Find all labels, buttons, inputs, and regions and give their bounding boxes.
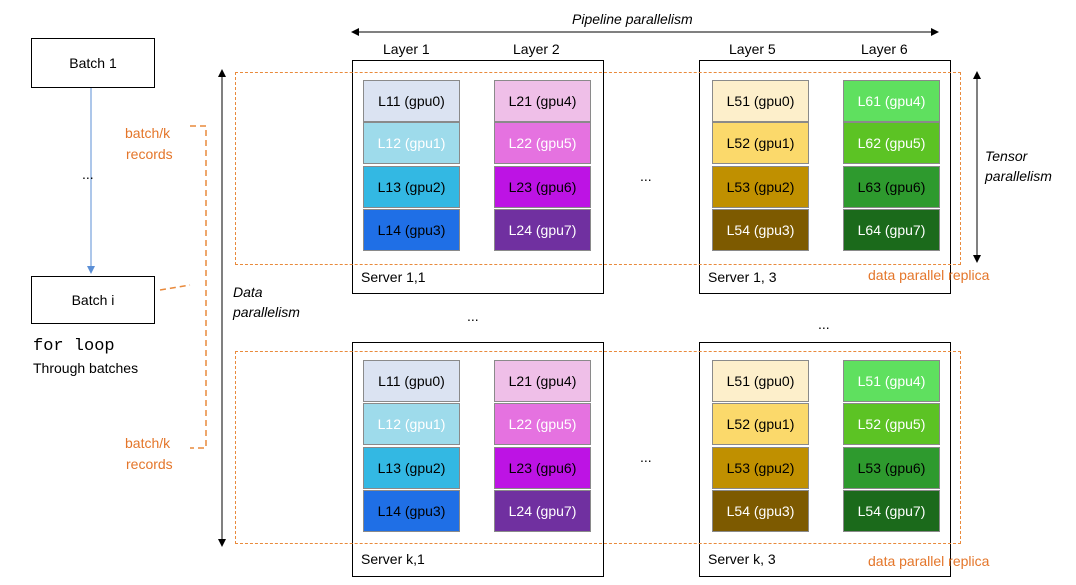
batch-split-bracket — [190, 125, 207, 449]
gpu-cell: L51 (gpu0) — [712, 360, 809, 402]
gpu-cell: L51 (gpu0) — [712, 80, 809, 122]
server-1-1-label: Server 1,1 — [361, 269, 426, 285]
gpu-cell: L52 (gpu5) — [843, 403, 940, 445]
layer-2-header: Layer 2 — [513, 41, 560, 57]
server-1-3-label: Server 1, 3 — [708, 269, 777, 285]
gpu-cell: L54 (gpu3) — [712, 209, 809, 251]
gpu-cell: L11 (gpu0) — [363, 80, 460, 122]
server-k-1-label: Server k,1 — [361, 551, 425, 567]
server-1-3 — [699, 60, 951, 294]
batch-i-box: Batch i — [31, 276, 155, 324]
dots-between-left: ... — [467, 308, 479, 324]
gpu-cell: L24 (gpu7) — [494, 490, 591, 532]
gpu-cell: L23 (gpu6) — [494, 166, 591, 208]
gpu-cell: L61 (gpu4) — [843, 80, 940, 122]
gpu-cell: L53 (gpu2) — [712, 447, 809, 489]
layer-5-header: Layer 5 — [729, 41, 776, 57]
batch-k-bottom-line1: batch/k — [125, 435, 171, 451]
replica-box-top — [235, 72, 961, 265]
gpu-cell: L22 (gpu5) — [494, 403, 591, 445]
server-k-1 — [352, 342, 604, 577]
dots-between-right: ... — [818, 316, 830, 332]
batch-k-top-line2: records — [126, 146, 173, 162]
gpu-cell: L21 (gpu4) — [494, 360, 591, 402]
gpu-cell: L54 (gpu7) — [843, 490, 940, 532]
gpu-cell: L14 (gpu3) — [363, 490, 460, 532]
gpu-cell: L54 (gpu3) — [712, 490, 809, 532]
tensor-parallelism-line1: Tensor — [985, 148, 1028, 164]
server-k-3 — [699, 342, 951, 577]
gpu-cell: L12 (gpu1) — [363, 122, 460, 164]
for-loop-text: Through batches — [33, 360, 139, 376]
replica-box-bottom — [235, 351, 961, 544]
gpu-cell: L13 (gpu2) — [363, 447, 460, 489]
batch-k-top-line1: batch/k — [125, 125, 171, 141]
tensor-parallelism-line2: parallelism — [985, 168, 1052, 184]
batch-ellipsis: ... — [82, 166, 94, 182]
data-parallelism-line2: parallelism — [233, 304, 300, 320]
gpu-cell: L53 (gpu6) — [843, 447, 940, 489]
gpu-cell: L64 (gpu7) — [843, 209, 940, 251]
replica-label-bottom: data parallel replica — [868, 553, 990, 569]
gpu-cell: L52 (gpu1) — [712, 403, 809, 445]
server-k-3-label: Server k, 3 — [708, 551, 776, 567]
pipeline-parallelism-label: Pipeline parallelism — [572, 11, 693, 27]
layer-6-header: Layer 6 — [861, 41, 908, 57]
gpu-cell: L24 (gpu7) — [494, 209, 591, 251]
gpu-cell: L22 (gpu5) — [494, 122, 591, 164]
batch-1-label: Batch 1 — [69, 55, 117, 71]
gpu-cell: L13 (gpu2) — [363, 166, 460, 208]
dots-middle-top: ... — [640, 168, 652, 184]
server-1-1 — [352, 60, 604, 294]
gpu-cell: L11 (gpu0) — [363, 360, 460, 402]
gpu-cell: L12 (gpu1) — [363, 403, 460, 445]
batch-1-box: Batch 1 — [31, 38, 155, 88]
gpu-cell: L53 (gpu2) — [712, 166, 809, 208]
gpu-cell: L63 (gpu6) — [843, 166, 940, 208]
gpu-cell: L52 (gpu1) — [712, 122, 809, 164]
layer-1-header: Layer 1 — [383, 41, 430, 57]
gpu-cell: L23 (gpu6) — [494, 447, 591, 489]
for-loop-code: for loop — [33, 337, 115, 356]
replica-label-top: data parallel replica — [868, 267, 990, 283]
batch-k-bottom-line2: records — [126, 456, 173, 472]
dots-middle-bottom: ... — [640, 449, 652, 465]
batch-i-label: Batch i — [71, 292, 115, 308]
gpu-cell: L62 (gpu5) — [843, 122, 940, 164]
data-parallelism-line1: Data — [233, 284, 263, 300]
gpu-cell: L14 (gpu3) — [363, 209, 460, 251]
gpu-cell: L51 (gpu4) — [843, 360, 940, 402]
gpu-cell: L21 (gpu4) — [494, 80, 591, 122]
